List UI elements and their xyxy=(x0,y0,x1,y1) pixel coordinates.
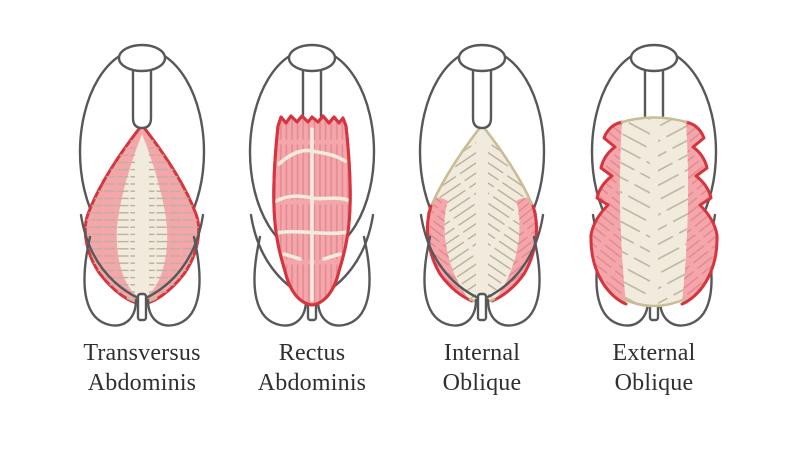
muscle-shape xyxy=(589,116,719,308)
panel-transversus-abdominis: Transversus Abdominis xyxy=(52,22,232,398)
pelvis-outline xyxy=(79,213,205,327)
label-line-2: Oblique xyxy=(614,370,694,396)
label-line-1: External xyxy=(612,340,696,366)
aponeurosis-top-border xyxy=(620,116,688,124)
transversus-abdominis-figure xyxy=(78,43,206,327)
label-line-2: Abdominis xyxy=(87,370,197,396)
left-band-border xyxy=(589,120,628,306)
external-oblique-figure xyxy=(589,43,719,327)
tendinous-intersections xyxy=(274,127,350,302)
label-line-2: Oblique xyxy=(442,370,522,396)
pelvis-outline xyxy=(419,213,545,327)
muscle-label-transversus-abdominis: Transversus Abdominis xyxy=(52,338,232,398)
neck-outline xyxy=(287,43,337,73)
sternum-outline xyxy=(131,58,153,130)
rectus-abdominis-figure xyxy=(248,43,376,327)
pubic-symphysis xyxy=(476,292,488,322)
neck-outline xyxy=(629,43,679,73)
label-line-1: Internal xyxy=(443,340,521,366)
muscle-shape xyxy=(272,114,352,307)
label-line-1: Rectus xyxy=(278,340,346,366)
right-band-border xyxy=(680,120,719,306)
aponeurosis-bottom-border xyxy=(621,297,687,308)
label-line-1: Transversus xyxy=(83,340,201,366)
muscle-label-internal-oblique: Internal Oblique xyxy=(392,338,572,398)
muscle-label-external-oblique: External Oblique xyxy=(564,338,744,398)
panel-rectus-abdominis: Rectus Abdominis xyxy=(222,22,402,398)
pubic-symphysis xyxy=(136,292,148,322)
muscle-label-rectus-abdominis: Rectus Abdominis xyxy=(222,338,402,398)
label-line-2: Abdominis xyxy=(257,370,367,396)
neck-outline xyxy=(457,43,507,73)
panel-external-oblique: External Oblique xyxy=(564,22,744,398)
sternum-outline xyxy=(471,58,493,130)
neck-outline xyxy=(117,43,167,73)
muscle-border xyxy=(272,114,352,307)
aponeurosis-striations xyxy=(619,117,689,306)
muscle-shape xyxy=(425,122,539,304)
panel-internal-oblique: Internal Oblique xyxy=(392,22,572,398)
internal-oblique-figure xyxy=(418,43,546,327)
muscle-shape xyxy=(83,123,201,306)
